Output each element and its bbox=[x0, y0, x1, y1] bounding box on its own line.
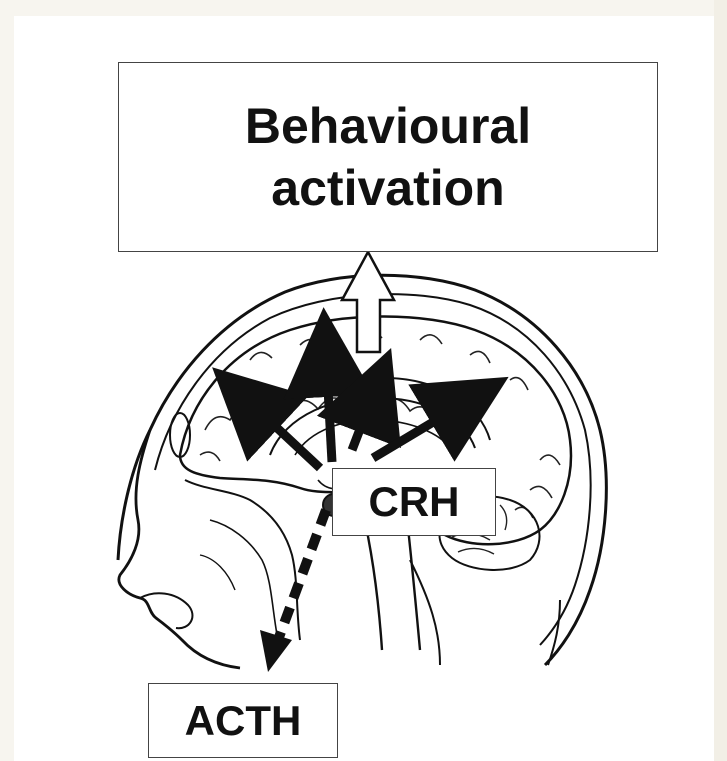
arrow-to-parietal bbox=[373, 400, 470, 458]
behavioural-activation-box: Behavioural activation bbox=[118, 62, 658, 252]
acth-arrow-head bbox=[260, 630, 292, 672]
neck-lines bbox=[410, 560, 560, 665]
face-profile bbox=[119, 430, 240, 668]
acth-label: ACTH bbox=[185, 697, 302, 745]
nose-detail bbox=[140, 593, 192, 628]
dashed-arrow-acth bbox=[278, 510, 326, 640]
arrow-to-top-left bbox=[326, 352, 332, 462]
crh-box: CRH bbox=[332, 468, 496, 536]
crh-label: CRH bbox=[369, 478, 460, 526]
activation-label: activation bbox=[271, 157, 504, 219]
hollow-arrow-up bbox=[342, 252, 394, 352]
behavioural-label: Behavioural bbox=[245, 95, 531, 157]
acth-box: ACTH bbox=[148, 683, 338, 758]
